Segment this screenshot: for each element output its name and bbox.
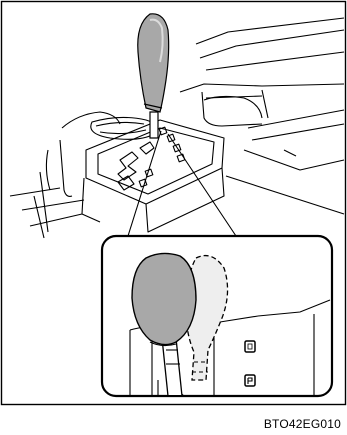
zoom-leader-lines xyxy=(128,131,236,236)
strap-drawing xyxy=(91,117,156,139)
figure-caption: BTO42EG010 xyxy=(264,417,341,431)
zoom-inset xyxy=(102,236,332,396)
console-drawing xyxy=(10,18,344,238)
